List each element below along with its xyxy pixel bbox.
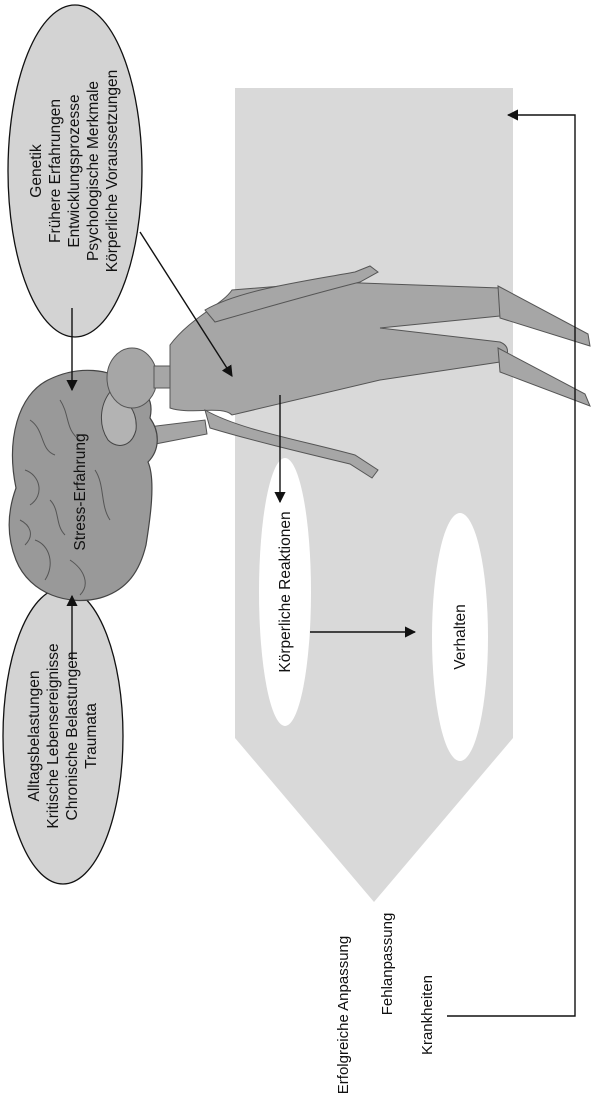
stressors-line-1: Alltagsbelastungen [26, 671, 43, 802]
stressors-line-4: Traumata [83, 703, 100, 769]
body-reactions-label: Körperliche Reaktionen [277, 511, 294, 672]
behavior-label: Verhalten [452, 604, 469, 670]
factors-line-2: Frühere Erfahrungen [47, 99, 64, 243]
factors-line-3: Entwicklungsprozesse [66, 94, 83, 247]
brain-label: Stress-Erfahrung [72, 433, 89, 550]
stressors-ellipse [3, 588, 123, 884]
outcome-maladaptation: Fehlanpassung [379, 913, 396, 1016]
stressors-line-2: Kritische Lebensereignisse [45, 643, 62, 828]
outcome-success: Erfolgreiche Anpassung [335, 936, 352, 1094]
factors-line-1: Genetik [28, 144, 45, 198]
outcome-illness: Krankheiten [419, 975, 436, 1055]
stressors-line-3: Chronische Belastungen [64, 652, 81, 821]
factors-line-4: Psychologische Merkmale [85, 81, 102, 261]
factors-line-5: Körperliche Voraussetzungen [104, 70, 121, 273]
